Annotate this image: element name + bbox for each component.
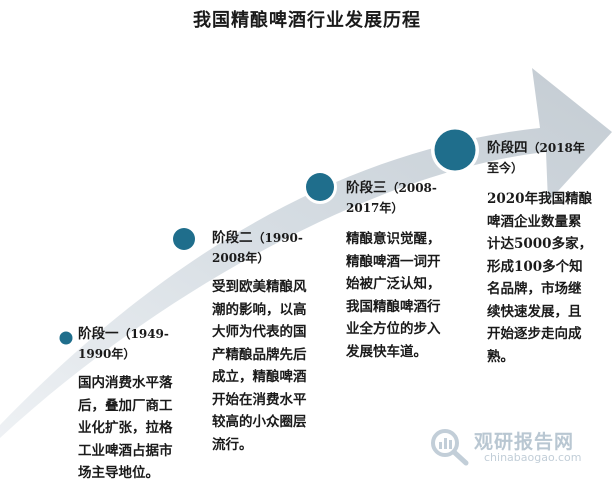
stage-1-title: 阶段一（1949- 1990年） bbox=[78, 324, 169, 364]
stage-4-desc-line: 名品牌，市场继 bbox=[487, 281, 582, 297]
stage-4-period-end: 至今） bbox=[487, 161, 524, 175]
stage-4-desc-line: 开始逐步走向成 bbox=[487, 326, 582, 342]
stage-2-desc-line: 受到欧美精酿风 bbox=[212, 279, 307, 295]
stage-3-title: 阶段三（2008- 2017年） bbox=[346, 178, 437, 218]
stage-1-name: 阶段一 bbox=[78, 326, 119, 342]
stage-4-desc-line: 啤酒企业数量累 bbox=[487, 213, 582, 230]
stage-3-desc-line: 始被广泛认知， bbox=[346, 276, 441, 292]
stage-1-dot-core bbox=[59, 331, 73, 345]
stage-1-desc-line: 业化扩张，拉格 bbox=[78, 420, 173, 436]
stage-2-desc-line: 流行。 bbox=[212, 436, 253, 453]
watermark-url: chinabaogao.com bbox=[484, 451, 582, 464]
stage-2-name: 阶段二 bbox=[212, 230, 253, 246]
watermark-logo: 观研报告网 chinabaogao.com bbox=[428, 424, 598, 468]
stage-2-period-start: （1990- bbox=[252, 231, 303, 245]
stage-4-description: 2020年我国精酿 啤酒企业数量累 计达5000多家， 形成100多个知 名品牌… bbox=[487, 188, 592, 368]
stage-4-title: 阶段四（2018年 至今） bbox=[487, 138, 585, 178]
stage-2-desc-line: 潮的影响，以高 bbox=[212, 301, 307, 318]
stage-3-desc-line: 业全方位的步入 bbox=[346, 321, 441, 337]
stage-2-desc-line: 较高的小众圈层 bbox=[212, 414, 307, 430]
stage-2-desc-line: 成立，精酿啤酒 bbox=[212, 369, 307, 385]
stage-3-desc-line: 发展快车道。 bbox=[346, 343, 427, 360]
stage-3-period-start: （2008- bbox=[386, 181, 437, 195]
stage-2-dot-core bbox=[173, 228, 195, 250]
stage-2-title: 阶段二（1990- 2008年） bbox=[212, 228, 303, 268]
stage-4-dot-core bbox=[434, 129, 476, 171]
stage-4-period-start: （2018年 bbox=[527, 141, 585, 155]
stage-1-description: 国内消费水平落 后，叠加厂商工 业化扩张，拉格 工业啤酒占据市 场主导地位。 bbox=[78, 372, 173, 485]
stage-3-dot-core bbox=[306, 173, 334, 201]
stage-3-name: 阶段三 bbox=[346, 180, 387, 196]
watermark-name: 观研报告网 bbox=[474, 431, 575, 453]
stage-2-description: 受到欧美精酿风 潮的影响，以高 大师为代表的国 产精酿品牌先后 成立，精酿啤酒 … bbox=[212, 276, 307, 456]
magnifier-logo-icon bbox=[431, 429, 469, 466]
stage-3-period-end: 2017年） bbox=[346, 201, 404, 215]
stage-4-desc-line: 计达5000多家， bbox=[487, 236, 593, 252]
stage-4-desc-line: 2020年我国精酿 bbox=[487, 191, 593, 207]
stage-1-desc-line: 后，叠加厂商工 bbox=[78, 397, 173, 414]
stage-1-period-end: 1990年） bbox=[78, 347, 136, 361]
stage-4-desc-line: 形成100多个知 bbox=[487, 258, 583, 275]
stage-2-desc-line: 产精酿品牌先后 bbox=[212, 346, 307, 363]
stage-4-desc-line: 续快速发展，且 bbox=[487, 303, 582, 320]
stage-3-desc-line: 我国精酿啤酒行 bbox=[346, 298, 441, 315]
stage-2-period-end: 2008年） bbox=[212, 251, 270, 265]
stage-3-desc-line: 精酿意识觉醒， bbox=[346, 231, 441, 247]
stage-2-desc-line: 大师为代表的国 bbox=[212, 324, 307, 340]
stage-1-desc-line: 国内消费水平落 bbox=[78, 375, 173, 391]
diagram-title: 我国精酿啤酒行业发展历程 bbox=[193, 10, 421, 31]
stage-1-period-start: （1949- bbox=[118, 327, 169, 341]
stage-1-desc-line: 工业啤酒占据市 bbox=[78, 442, 173, 459]
stage-3-desc-line: 精酿啤酒一词开 bbox=[346, 253, 441, 270]
stage-1-desc-line: 场主导地位。 bbox=[78, 465, 159, 481]
stage-3-description: 精酿意识觉醒， 精酿啤酒一词开 始被广泛认知， 我国精酿啤酒行 业全方位的步入 … bbox=[346, 228, 441, 363]
stage-4-desc-line: 熟。 bbox=[487, 348, 514, 365]
stage-4-name: 阶段四 bbox=[487, 140, 528, 156]
stage-2-desc-line: 开始在消费水平 bbox=[212, 391, 307, 408]
